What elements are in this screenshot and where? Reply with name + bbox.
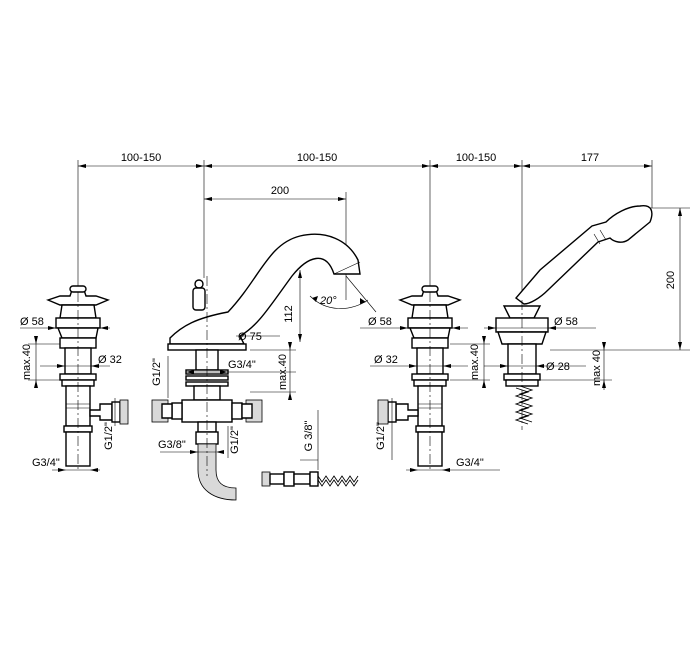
- right-shank-diameter: Ø 32: [374, 354, 398, 366]
- dim-spacing-2: 100-150: [297, 152, 337, 164]
- right-thread-inlet: G3/4": [456, 457, 484, 469]
- left-thread-outlet: G1/2": [103, 422, 115, 450]
- spout-max-deck: max.40: [277, 354, 289, 390]
- top-dimension-chain: 100-150 100-150 100-150 177: [77, 152, 653, 300]
- left-valve: [46, 285, 129, 472]
- shower-holder-diameter: Ø 58: [554, 316, 578, 328]
- right-max-deck: max.40: [469, 344, 481, 380]
- shower-max-deck: max 40: [591, 350, 603, 386]
- dim-spacing-1: 100-150: [121, 152, 161, 164]
- hand-shower: [495, 205, 653, 430]
- spout-base-diameter: Ø 75: [238, 331, 262, 343]
- spout-height: 112: [283, 305, 295, 323]
- handshower-height-dimension: 200: [550, 207, 690, 351]
- shower-shank-diameter: Ø 28: [546, 361, 570, 373]
- flex-hose: G 3/8": [261, 410, 359, 487]
- spout-thread-main: G3/4": [228, 359, 256, 371]
- right-valve-dimensions: Ø 58 Ø 32 max.40 G1/2" G3/4": [360, 316, 500, 472]
- left-valve-dimensions: Ø 58 Ø 32 max.40 G1/2" G3/4": [20, 316, 122, 472]
- spout-thread-side: G1/2": [151, 358, 163, 386]
- spout-dimensions: 20° 112 Ø 75 G3/4" max.40 G1/2" G3/8" G1…: [151, 270, 377, 458]
- spout-thread-bottom: G3/8": [158, 439, 186, 451]
- left-handle-diameter: Ø 58: [20, 316, 44, 328]
- right-handle-diameter: Ø 58: [368, 316, 392, 328]
- hose-thread: G 3/8": [303, 421, 315, 452]
- spout-angle: 20°: [319, 295, 337, 307]
- right-valve: [377, 285, 462, 472]
- left-max-deck: max.40: [21, 344, 33, 380]
- hand-shower-dimensions: Ø 58 Ø 28 max 40: [484, 316, 612, 390]
- spout: [151, 233, 361, 501]
- dim-handshower-height: 200: [665, 271, 677, 289]
- dim-spacing-3: 100-150: [456, 152, 496, 164]
- spout-thread-lower: G1/2": [229, 426, 241, 454]
- dim-spout-reach: 200: [271, 185, 289, 197]
- right-thread-outlet: G1/2": [375, 422, 387, 450]
- dim-handshower-length: 177: [581, 152, 599, 164]
- spout-reach-dimension: 200: [204, 185, 347, 300]
- left-shank-diameter: Ø 32: [98, 354, 122, 366]
- left-thread-inlet: G3/4": [32, 457, 60, 469]
